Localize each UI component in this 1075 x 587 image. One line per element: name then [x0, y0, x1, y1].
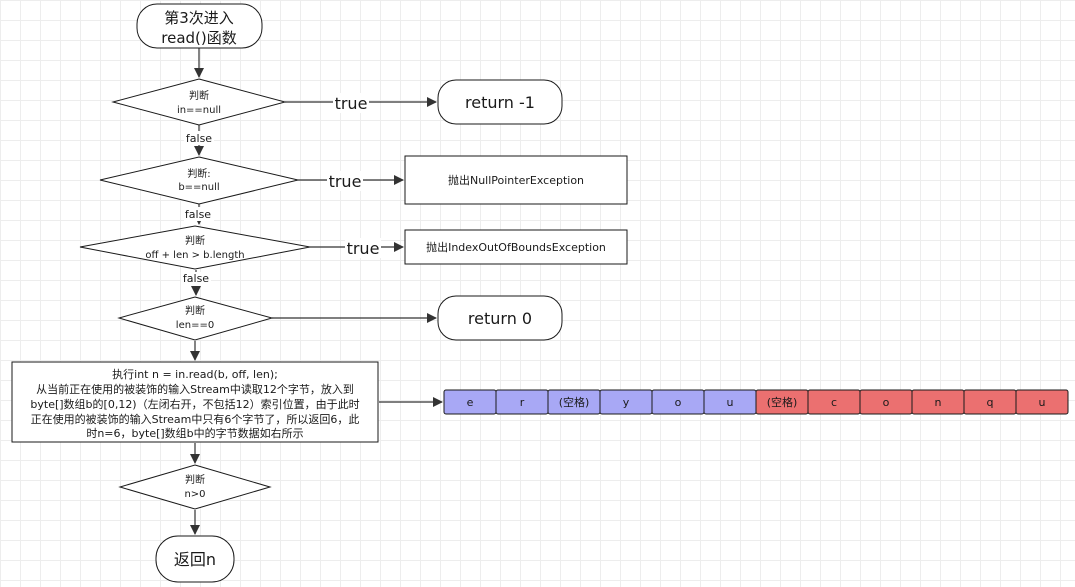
return-minus-one-node: return -1: [437, 79, 563, 125]
array-cell: y: [599, 389, 653, 415]
array-cell-text: o: [675, 396, 682, 409]
decision-n-positive: 判断 n>0: [118, 464, 272, 510]
ioobe-text: 抛出IndexOutOfBoundsException: [426, 240, 606, 254]
ioobe-node: 抛出IndexOutOfBoundsException: [404, 229, 628, 265]
return-minus-one-text: return -1: [465, 93, 535, 112]
return-zero-text: return 0: [468, 309, 532, 328]
label-false-1: false: [186, 132, 212, 145]
array-cell: o: [859, 389, 913, 415]
decision-len-zero: 判断 len==0: [117, 296, 274, 341]
decision-in-null-line2: in==null: [177, 105, 221, 116]
array-cell-text: y: [623, 396, 630, 409]
decision-len-zero-line2: len==0: [176, 320, 214, 331]
process-node: 执行int n = in.read(b, off, len); 从当前正在使用的…: [11, 361, 379, 443]
decision-in-null: 判断 in==null: [111, 78, 287, 126]
decision-len-zero-line1: 判断: [185, 304, 205, 317]
label-false-2: false: [185, 208, 211, 221]
array-cell: u: [1015, 389, 1069, 415]
array-cell-text: q: [987, 396, 994, 409]
start-node-line2: read()函数: [161, 29, 236, 47]
label-false-3: false: [183, 272, 209, 285]
array-cell-text: u: [727, 396, 734, 409]
array-cell: e: [443, 389, 497, 415]
decision-bounds-line2: off + len > b.length: [145, 250, 244, 261]
array-cell-text: c: [831, 396, 837, 409]
npe-text: 抛出NullPointerException: [448, 173, 584, 187]
process-line-4: 正在使用的被装饰的输入Stream中只有6个字节了，所以返回6，此: [31, 412, 360, 426]
array-cell-text: (空格): [559, 395, 590, 409]
decision-n-positive-line1: 判断: [185, 473, 205, 486]
array-cell: (空格): [547, 389, 601, 415]
npe-node: 抛出NullPointerException: [404, 155, 628, 205]
start-node: 第3次进入 read()函数: [136, 3, 263, 49]
array-cell: u: [703, 389, 757, 415]
decision-bounds: 判断 off + len > b.length: [79, 225, 311, 270]
array-cell-box: [1015, 389, 1069, 415]
start-node-line1: 第3次进入: [164, 9, 234, 27]
decision-b-null-line2: b==null: [178, 182, 219, 193]
array-cell: q: [963, 389, 1017, 415]
array-cell-text: r: [520, 396, 525, 409]
end-node-text: 返回n: [174, 550, 216, 569]
label-true-2: true: [329, 172, 362, 191]
array-cell-text: n: [935, 396, 942, 409]
label-true-3: true: [347, 239, 380, 258]
process-line-1: 执行int n = in.read(b, off, len);: [112, 367, 278, 381]
array-cell-text: o: [883, 396, 890, 409]
array-cell: (空格): [755, 389, 809, 415]
decision-b-null: 判断: b==null: [99, 156, 299, 205]
array-cell-text: e: [467, 396, 474, 409]
decision-n-positive-line2: n>0: [184, 489, 205, 500]
array-cell-text: (空格): [767, 395, 798, 409]
process-line-3: byte[]数组b的[0,12)（左闭右开，不包括12）索引位置，由于此时: [30, 397, 359, 411]
label-true-1: true: [335, 94, 368, 113]
decision-in-null-line1: 判断: [189, 89, 209, 102]
decision-b-null-line1: 判断:: [187, 167, 210, 180]
array-cell: r: [495, 389, 549, 415]
array-cell: c: [807, 389, 861, 415]
array-cell: o: [651, 389, 705, 415]
array-cell-text: u: [1039, 396, 1046, 409]
process-line-5: 时n=6，byte[]数组b中的字节数据如右所示: [86, 426, 303, 440]
byte-array: e r (空格) y o u (空格) c o n q u: [443, 389, 1069, 415]
return-zero-node: return 0: [437, 295, 563, 341]
decision-bounds-line1: 判断: [185, 234, 205, 247]
process-line-2: 从当前正在使用的被装饰的输入Stream中读取12个字节，放入到: [36, 382, 354, 396]
array-cell: n: [911, 389, 965, 415]
end-node: 返回n: [155, 535, 235, 583]
